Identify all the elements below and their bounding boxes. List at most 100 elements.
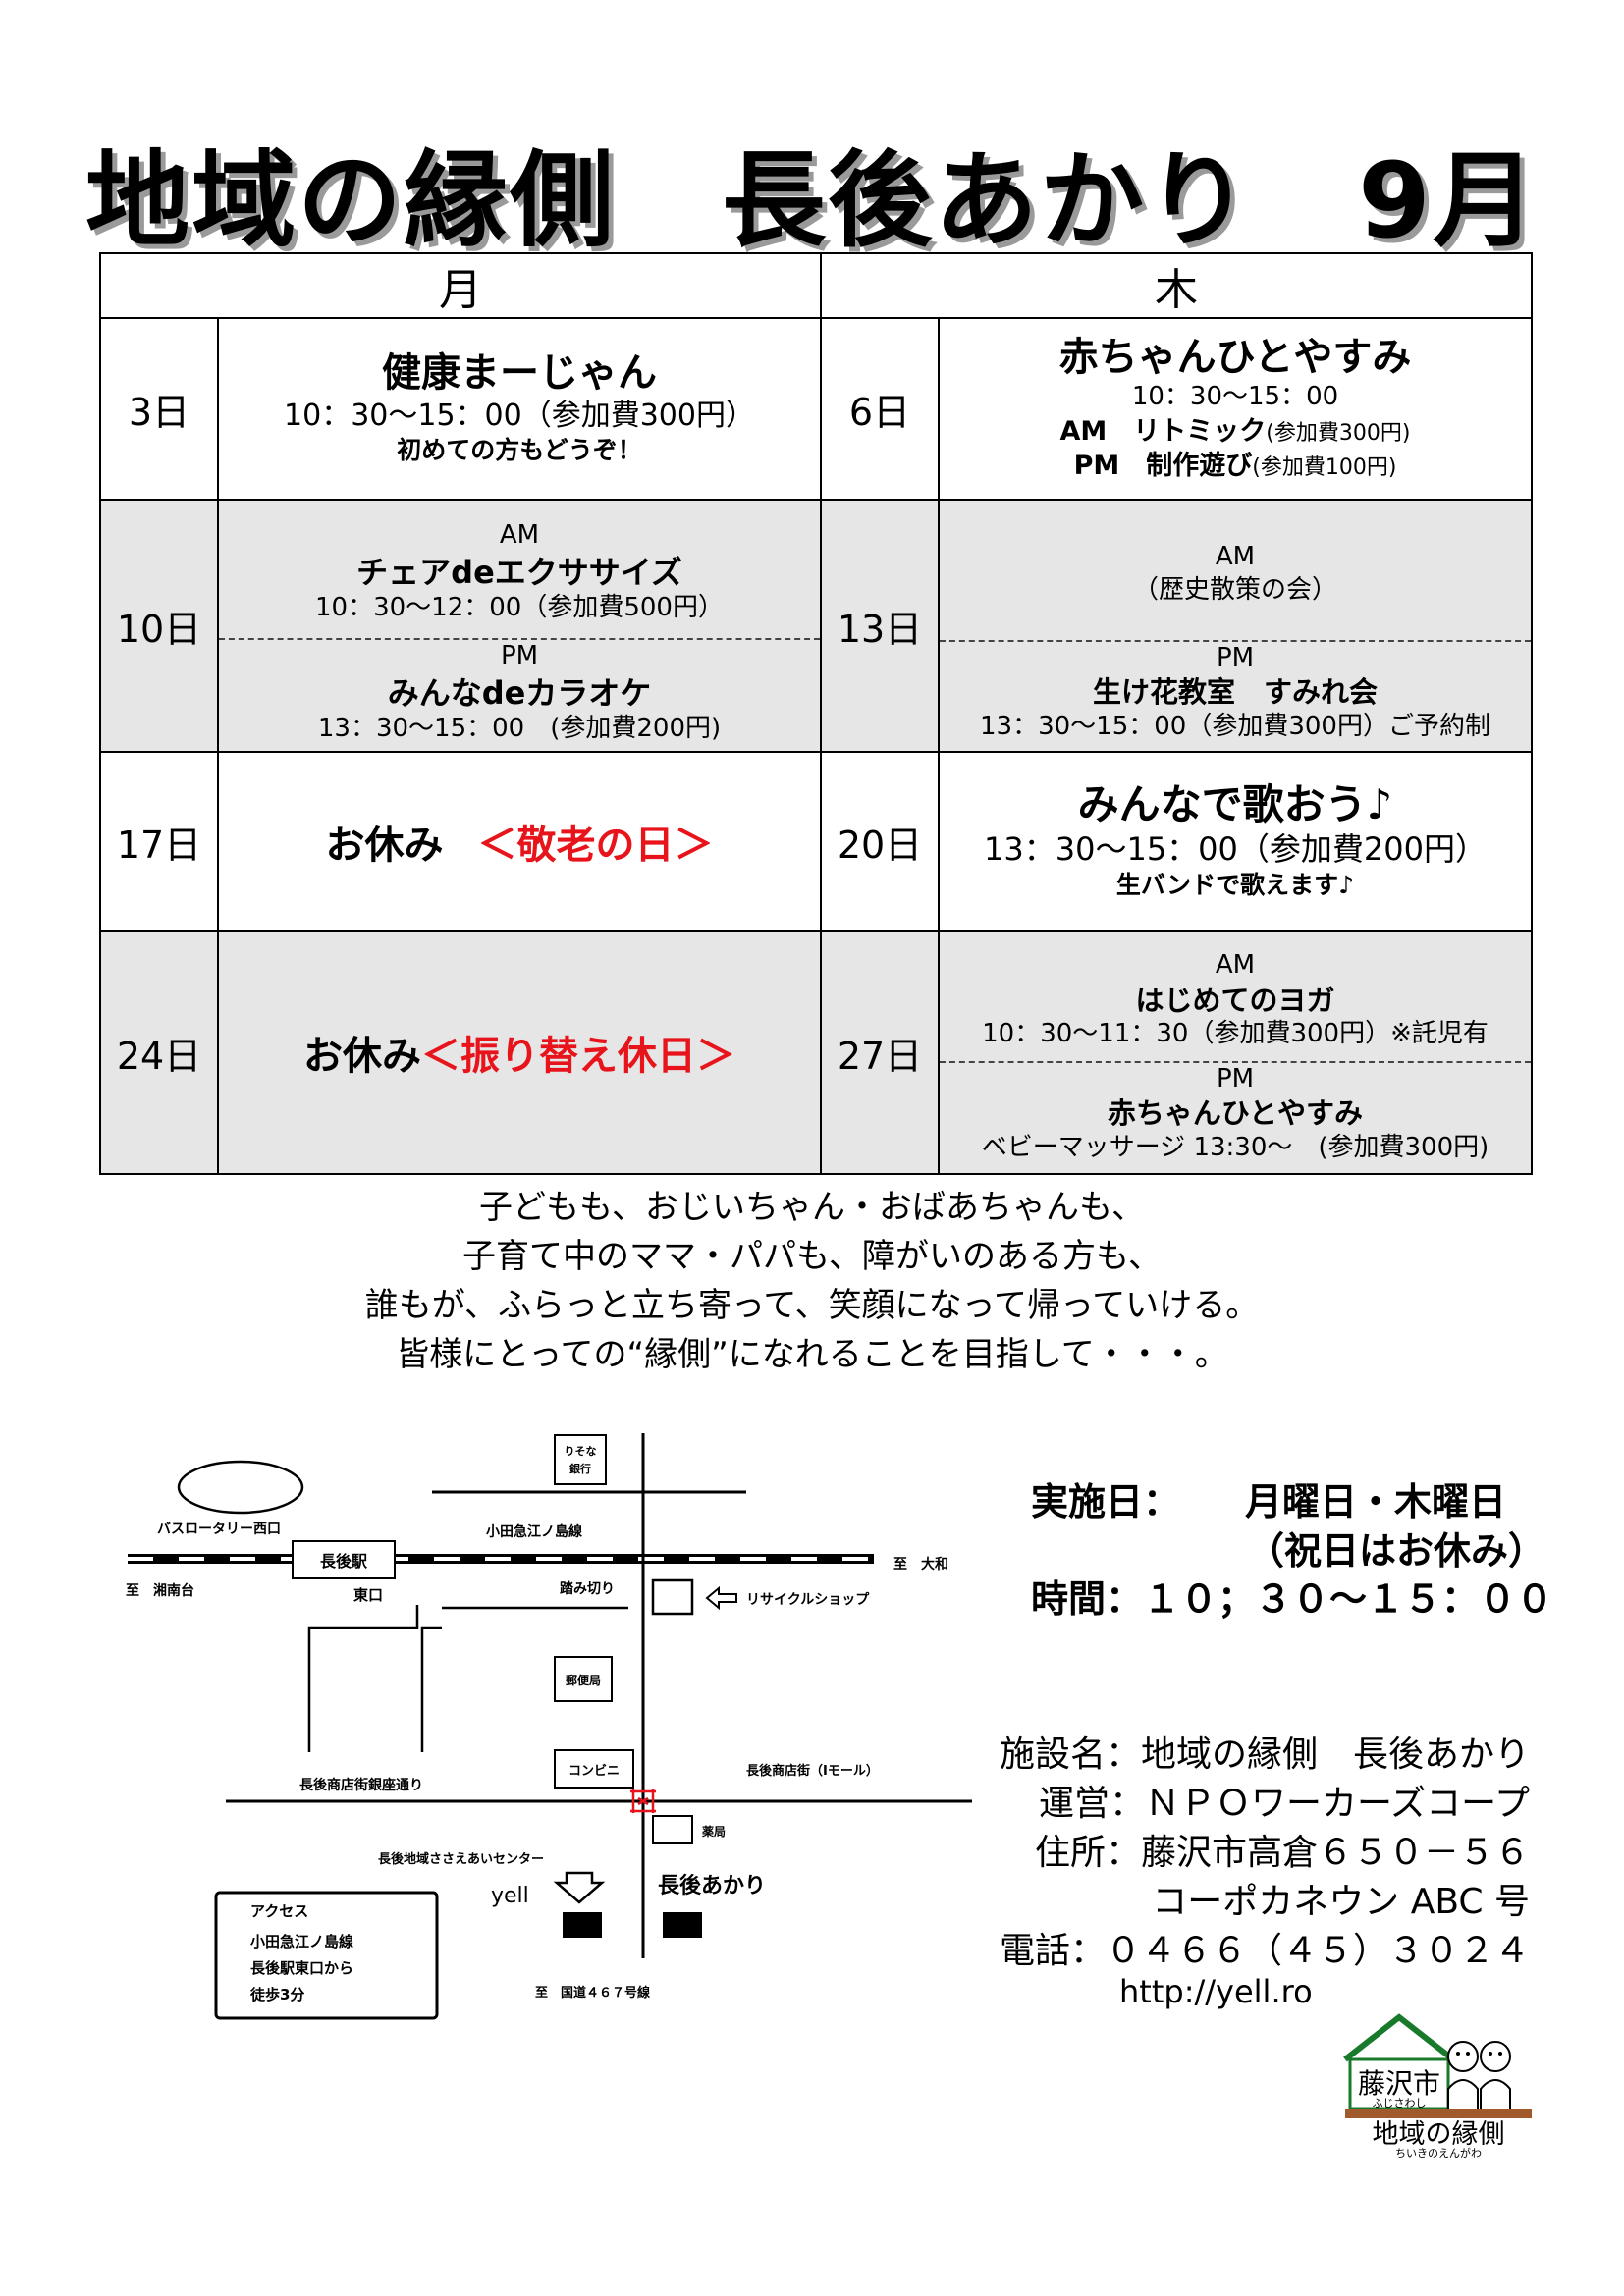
days-label: 実施日： xyxy=(1031,1480,1181,1523)
event-time: 13：30～15：00（参加費200円） xyxy=(984,829,1487,868)
event-pm: PM 制作遊び xyxy=(1073,450,1253,481)
center-label: 長後地域ささえあいセンター xyxy=(378,1851,544,1867)
event-pm-fee: (参加費100円) xyxy=(1252,454,1397,480)
holiday-label: ＜敬老の日＞ xyxy=(477,823,714,868)
convenience-store-box xyxy=(554,1749,634,1789)
logo-name: 地域の縁側 xyxy=(1373,2119,1505,2150)
schedule-header-row: 月 木 xyxy=(99,252,1533,319)
date-cell: 10日 xyxy=(99,499,219,753)
people-icon xyxy=(1447,2041,1511,2109)
week-row: 3日 健康まーじゃん 10：30～15：00（参加費300円） 初めての方もどう… xyxy=(99,317,1533,501)
event-time: 13：30～15：00（参加費300円）ご予約制 xyxy=(980,711,1490,741)
east-exit-label: 東口 xyxy=(353,1586,383,1604)
date-cell: 13日 xyxy=(820,499,940,753)
akari-building xyxy=(663,1912,702,1938)
access-box xyxy=(214,1891,439,2020)
yell-building xyxy=(563,1912,602,1938)
road xyxy=(420,1626,442,1752)
schedule-table: 月 木 3日 健康まーじゃん 10：30～15：00（参加費300円） 初めての… xyxy=(99,252,1533,1175)
arrow-down-icon xyxy=(553,1871,606,1904)
pm-label: PM xyxy=(1216,642,1255,672)
crosswalk-icon xyxy=(630,1789,656,1813)
arrow-left-icon xyxy=(705,1585,737,1611)
event-cell: AM チェアdeエクササイズ 10：30～12：00（参加費500円） PM み… xyxy=(217,499,822,753)
thursday-header: 木 xyxy=(820,252,1533,319)
akari-label: 長後あかり xyxy=(658,1873,766,1898)
event-time: 10：30～11：30（参加費300円）※託児有 xyxy=(982,1019,1489,1049)
message-line: 子どもも、おじいちゃん・おばあちゃんも、 xyxy=(479,1188,1145,1227)
event-title: 生け花教室 すみれ会 xyxy=(1092,675,1378,710)
logo-name-kana: ちいきのえんがわ xyxy=(1395,2146,1482,2160)
website-link[interactable]: http://yell.ro xyxy=(1119,1973,1313,2010)
monday-header: 月 xyxy=(99,252,822,319)
message-block: 子どもも、おじいちゃん・おばあちゃんも、 子育て中のママ・パパも、障がいのある方… xyxy=(0,1183,1624,1379)
convenience-store-label: コンビニ xyxy=(568,1763,620,1779)
event-cell: 健康まーじゃん 10：30～15：00（参加費300円） 初めての方もどうぞ！ xyxy=(217,317,822,501)
address: 住所：藤沢市高倉６５０－５６ xyxy=(1034,1833,1530,1873)
event-cell: AM はじめてのヨガ 10：30～11：30（参加費300円）※託児有 PM 赤… xyxy=(938,930,1533,1175)
event-cell: お休み ＜敬老の日＞ xyxy=(217,751,822,932)
event-title: はじめてのヨガ xyxy=(1135,983,1335,1017)
rest-label: お休み xyxy=(303,1034,421,1079)
to-south-label: 至 国道４６７号線 xyxy=(535,1985,651,2001)
date-cell: 17日 xyxy=(99,751,219,932)
event-time: 10：30～12：00（参加費500円） xyxy=(315,592,724,622)
to-east-label: 至 大和 xyxy=(893,1556,948,1573)
event-time: ベビーマッサージ 13:30～ (参加費300円) xyxy=(981,1132,1489,1162)
holiday-label: ＜振り替え休日＞ xyxy=(421,1034,735,1079)
message-line: 皆様にとっての“縁側”になれることを目指して・・・。 xyxy=(396,1335,1228,1374)
week-row: 24日 お休み＜振り替え休日＞ 27日 AM はじめてのヨガ 10：30～11：… xyxy=(99,930,1533,1175)
event-time: 10：30～15：00 xyxy=(1131,382,1339,412)
bus-rotary-label: バスロータリー西口 xyxy=(157,1522,281,1537)
street-label: 長後商店街銀座通り xyxy=(299,1777,423,1793)
date-cell: 27日 xyxy=(820,930,940,1175)
recycle-shop-label: リサイクルショップ xyxy=(746,1592,870,1608)
date-cell: 3日 xyxy=(99,317,219,501)
fujisawa-engawa-logo: 藤沢市 ふじさわし 地域の縁側 ちいきのえんがわ xyxy=(1343,2013,1532,2160)
pm-label: PM xyxy=(1216,1063,1255,1094)
pm-label: PM xyxy=(500,640,539,670)
event-title: チェアdeエクササイズ xyxy=(356,553,682,591)
date-cell: 6日 xyxy=(820,317,940,501)
event-cell: みんなで歌おう♪ 13：30～15：00（参加費200円） 生バンドで歌えます♪ xyxy=(938,751,1533,932)
event-time: 10：30～15：00（参加費300円） xyxy=(284,399,755,434)
mall-label: 長後商店街（Iモール） xyxy=(746,1763,879,1779)
event-note: 生バンドで歌えます♪ xyxy=(1115,871,1355,900)
bank-label: 銀行 xyxy=(569,1462,591,1475)
access-title: アクセス xyxy=(250,1902,308,1920)
operator: 運営：ＮＰＯワーカーズコープ xyxy=(1038,1784,1530,1824)
event-cell: お休み＜振り替え休日＞ xyxy=(217,930,822,1175)
crossing-label: 踏み切り xyxy=(560,1580,615,1597)
pharmacy-box xyxy=(652,1815,693,1844)
event-time: 13：30～15：00 (参加費200円) xyxy=(317,713,722,743)
am-label: AM xyxy=(1215,541,1256,571)
hours: 時間：１０；３０～１５：００ xyxy=(1031,1577,1554,1621)
split-cell: AM チェアdeエクササイズ 10：30～12：00（参加費500円） PM み… xyxy=(220,506,819,746)
date-cell: 20日 xyxy=(820,751,940,932)
phone: 電話：０４６６（４５）３０２４ xyxy=(999,1931,1530,1971)
to-west-label: 至 湘南台 xyxy=(126,1582,194,1599)
bank-label: りそな xyxy=(565,1445,597,1458)
message-line: 誰もが、ふらっと立ち寄って、笑顔になって帰っていける。 xyxy=(364,1286,1260,1325)
event-am: AM リトミック xyxy=(1059,415,1267,447)
days-note: （祝日はお休み） xyxy=(1247,1529,1546,1573)
rest-label: お休み xyxy=(325,823,444,868)
event-title: 赤ちゃんひとやすみ xyxy=(1107,1096,1364,1131)
am-label: AM xyxy=(499,519,540,550)
post-office-box xyxy=(554,1656,613,1702)
pharmacy-label: 薬局 xyxy=(702,1824,726,1839)
event-cell: AM （歴史散策の会） PM 生け花教室 すみれ会 13：30～15：00（参加… xyxy=(938,499,1533,753)
railway-label: 小田急江ノ島線 xyxy=(486,1523,582,1540)
split-cell: AM （歴史散策の会） PM 生け花教室 すみれ会 13：30～15：00（参加… xyxy=(941,507,1530,744)
message-line: 子育て中のママ・パパも、障がいのある方も、 xyxy=(462,1237,1162,1276)
am-label: AM xyxy=(1215,950,1256,981)
road xyxy=(307,1605,419,1752)
week-row: 10日 AM チェアdeエクササイズ 10：30～12：00（参加費500円） … xyxy=(99,499,1533,753)
access-map: りそな 銀行 バスロータリー西口 小田急江ノ島線 長後駅 至 湘南台 至 大和 … xyxy=(126,1433,972,2020)
logo-city: 藤沢市 xyxy=(1358,2067,1440,2100)
recycle-shop-box xyxy=(651,1578,694,1616)
bank-box xyxy=(554,1434,607,1485)
event-title: みんなで歌おう♪ xyxy=(1077,780,1393,829)
event-am-fee: (参加費300円) xyxy=(1266,420,1411,446)
date-cell: 24日 xyxy=(99,930,219,1175)
